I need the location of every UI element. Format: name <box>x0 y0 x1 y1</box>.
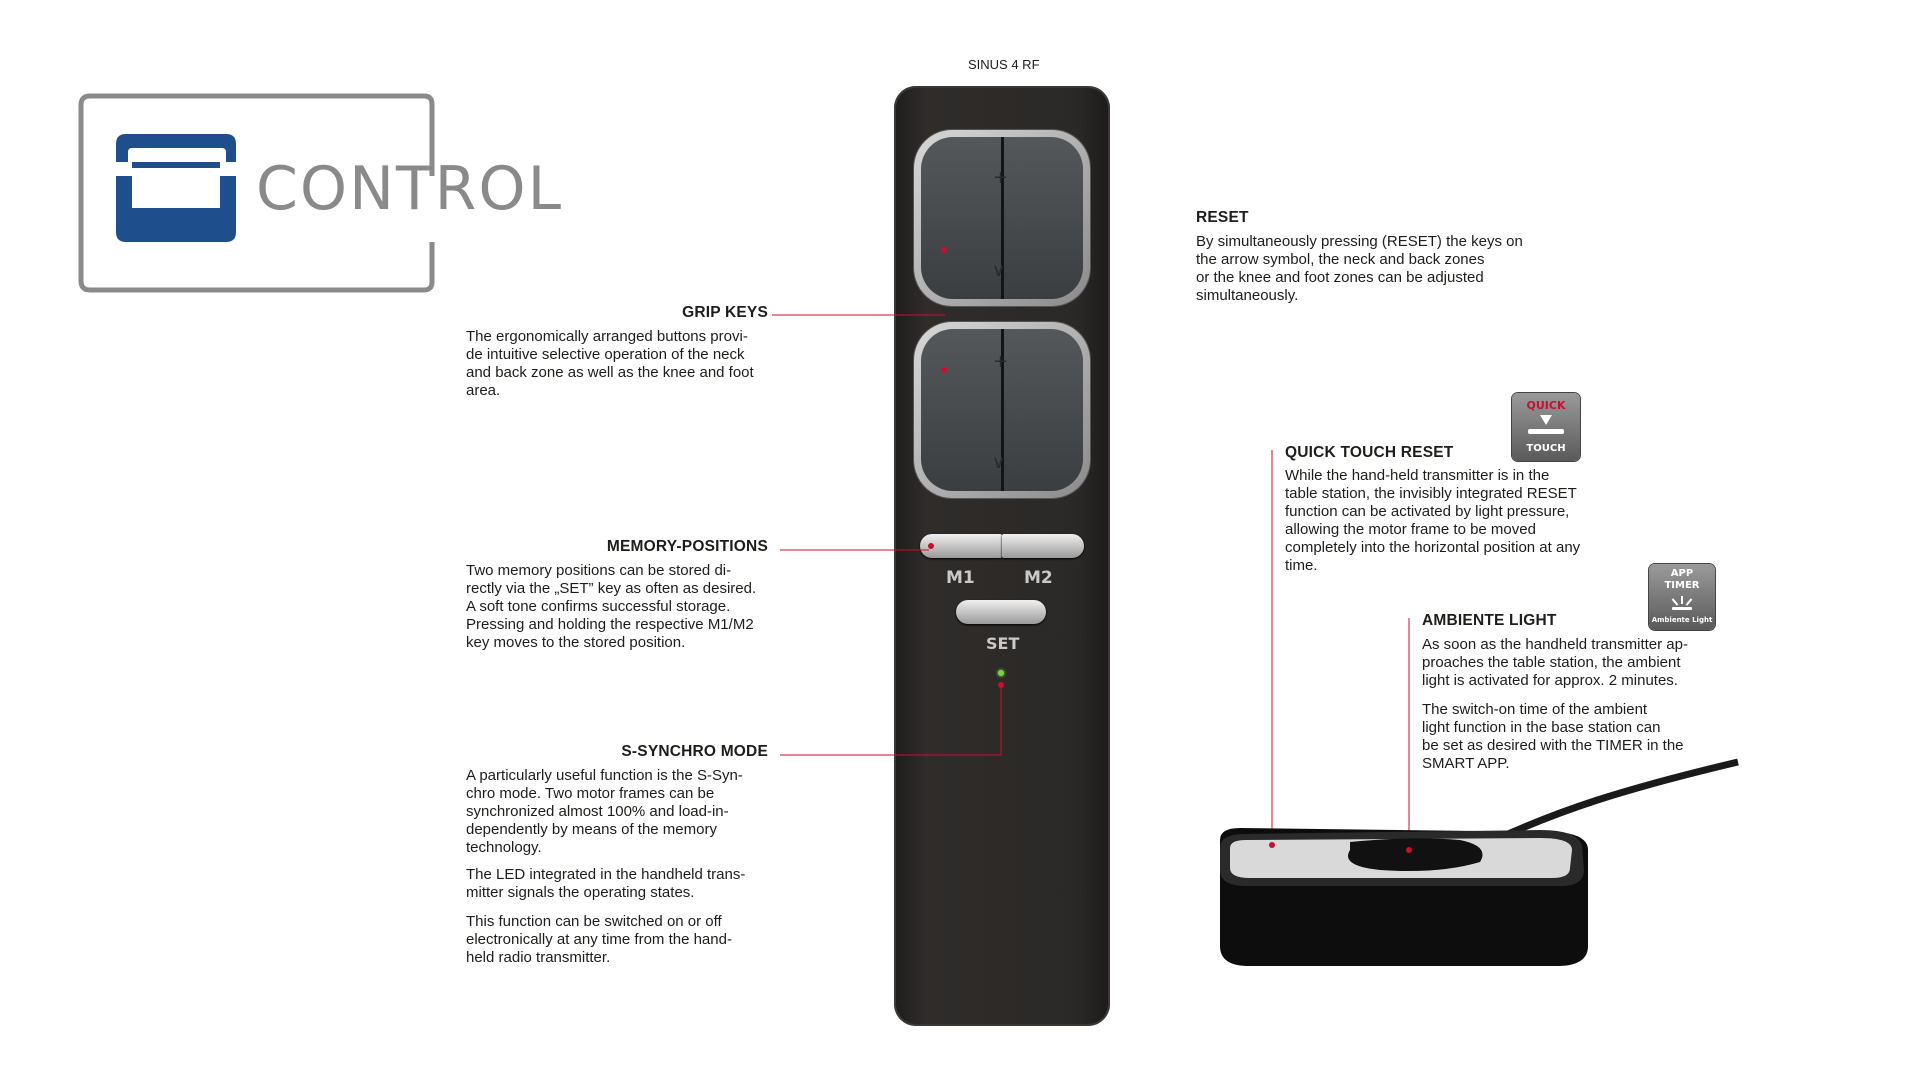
grip-keys-title: GRIP KEYS <box>682 304 768 321</box>
memory-buttons <box>920 534 1084 560</box>
reset-title: RESET <box>1196 209 1249 226</box>
memory-text: Two memory positions can be stored di- r… <box>466 562 757 651</box>
m1-label: M1 <box>946 568 975 588</box>
grip-key-upper[interactable]: + ∨ <box>914 130 1090 306</box>
set-button[interactable] <box>956 600 1046 624</box>
touch-label: TOUCH <box>1526 443 1566 454</box>
plus-icon: + <box>993 167 1009 188</box>
synchro-title: S-SYNCHRO MODE <box>621 743 768 760</box>
chevron-down-icon: ∨ <box>992 452 1006 473</box>
synchro-text-2: The LED integrated in the handheld trans… <box>466 866 746 901</box>
ambiente-light-label: Ambiente Light <box>1651 616 1713 624</box>
plus-icon: + <box>993 351 1009 372</box>
light-rays-icon <box>1671 596 1693 610</box>
control-logo: CONTROL <box>76 92 676 302</box>
grip-key-lower[interactable]: + ∨ <box>914 322 1090 498</box>
status-led <box>998 670 1004 676</box>
memory-title: MEMORY-POSITIONS <box>606 538 768 555</box>
logo-frame-icon <box>78 93 435 293</box>
ambient-text-2: The switch-on time of the ambient light … <box>1422 701 1684 772</box>
product-name: SINUS 4 RF <box>968 57 1040 72</box>
triangle-down-icon <box>1540 415 1552 425</box>
quick-touch-text: While the hand-held transmitter is in th… <box>1285 467 1581 574</box>
m2-button[interactable] <box>1002 534 1084 558</box>
set-label: SET <box>986 634 1020 653</box>
ambient-title: AMBIENTE LIGHT <box>1422 612 1557 629</box>
app-timer-badge: APP TIMER Ambiente Light <box>1649 564 1715 630</box>
base-station <box>1220 758 1739 966</box>
logo-wordmark: CONTROL <box>256 154 563 224</box>
quick-touch-title: QUICK TOUCH RESET <box>1285 444 1454 461</box>
synchro-text-3: This function can be switched on or off … <box>466 913 732 966</box>
remote-control: + ∨ + ∨ M1 M2 SET <box>894 86 1110 1026</box>
synchro-text-1: A particularly useful function is the S-… <box>466 767 743 856</box>
timer-label: TIMER <box>1664 580 1700 591</box>
quick-touch-badge: QUICK TOUCH <box>1512 393 1580 461</box>
m2-label: M2 <box>1024 568 1053 588</box>
quick-label: QUICK <box>1526 399 1566 412</box>
ambient-text-1: As soon as the handheld transmitter ap- … <box>1422 636 1688 689</box>
chevron-down-icon: ∨ <box>992 260 1006 281</box>
app-label: APP <box>1670 568 1694 579</box>
grip-keys-text: The ergonomically arranged buttons provi… <box>466 328 754 399</box>
reset-text: By simultaneously pressing (RESET) the k… <box>1196 233 1523 304</box>
